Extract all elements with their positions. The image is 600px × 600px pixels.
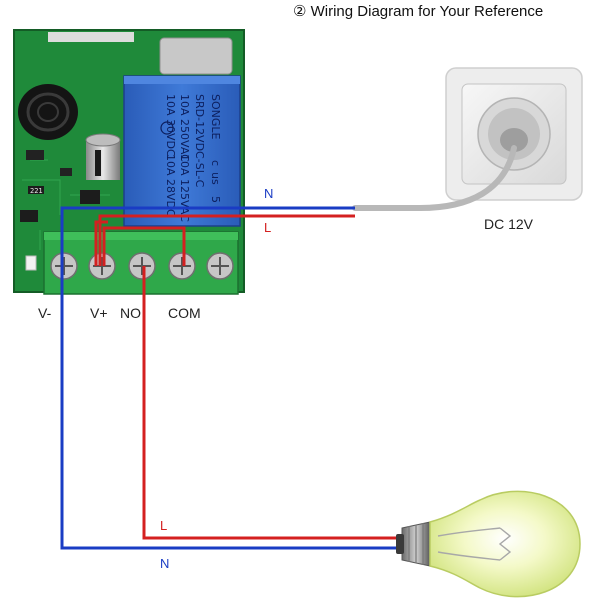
terminal-label-com: COM (168, 305, 201, 321)
power-cable (352, 145, 517, 211)
diode (20, 210, 38, 222)
terminal-screw-v-plus (88, 252, 116, 280)
relay-rating-4: 10A 28VDC (164, 154, 177, 217)
terminal-screw-nc (206, 252, 234, 280)
wire-label-source-n: N (264, 186, 273, 201)
bulb-contact (396, 534, 404, 554)
plug-head (500, 128, 528, 152)
relay-cert-c: c (209, 160, 222, 166)
wire-source-neutral (60, 206, 355, 266)
pcb-shield (48, 32, 134, 42)
smd-chip (60, 168, 72, 176)
terminal-label-v-minus: V- (38, 305, 52, 321)
relay-rating-3: 10A 125VAC (178, 154, 191, 222)
power-outlet (445, 67, 583, 201)
led-indicator (25, 255, 37, 271)
power-source-label: DC 12V (484, 216, 534, 232)
terminal-screw-v-minus (50, 252, 78, 280)
relay-cert-us: us (209, 172, 222, 185)
bulb-filament (437, 527, 512, 561)
bulb-base-threads (408, 523, 424, 565)
wire-label-lamp-l: L (160, 518, 167, 533)
crystal-module (159, 37, 233, 75)
terminal-housing-top (44, 232, 238, 240)
terminal-label-v-plus: V+ (90, 305, 108, 321)
relay-rating-2: 10A 30VDC (164, 94, 177, 157)
relay-brand: SONGLE (209, 94, 222, 140)
wires (60, 206, 402, 550)
relay-body (123, 75, 241, 227)
relay: SRD-12VDC-SL-C 10A 250VAC 10A 125VAC 10A… (123, 75, 241, 227)
smd-chip (26, 150, 44, 160)
component-mark: 221 (30, 187, 43, 195)
relay-top-edge (124, 76, 240, 84)
wire-lamp-neutral (60, 266, 402, 550)
wire-live-loop (94, 220, 108, 266)
antenna-coil (18, 84, 78, 140)
terminal-screw-no (128, 252, 156, 280)
relay-rating-1: 10A 250VAC (178, 94, 191, 162)
wire-label-source-l: L (264, 220, 271, 235)
relay-module: 221 SRD-12VDC-SL-C 10A 250VAC 10A 125VAC… (13, 29, 245, 295)
wire-jumper-com (102, 226, 186, 266)
wire-lamp-live (142, 266, 402, 540)
light-bulb (396, 490, 581, 598)
relay-logo-mark (160, 121, 174, 135)
bulb-glass (429, 490, 581, 598)
wire-label-lamp-n: N (160, 556, 169, 571)
terminal-screw-com (168, 252, 196, 280)
terminal-block (43, 231, 239, 295)
wire-source-live (98, 214, 355, 266)
capacitor (85, 133, 121, 180)
relay-pin-mark: 5 (209, 196, 222, 203)
transistor (80, 190, 100, 204)
resistor (28, 186, 44, 194)
relay-model: SRD-12VDC-SL-C (193, 94, 206, 188)
diagram-title: ② Wiring Diagram for Your Reference (293, 3, 543, 20)
terminal-label-no: NO (120, 305, 141, 321)
